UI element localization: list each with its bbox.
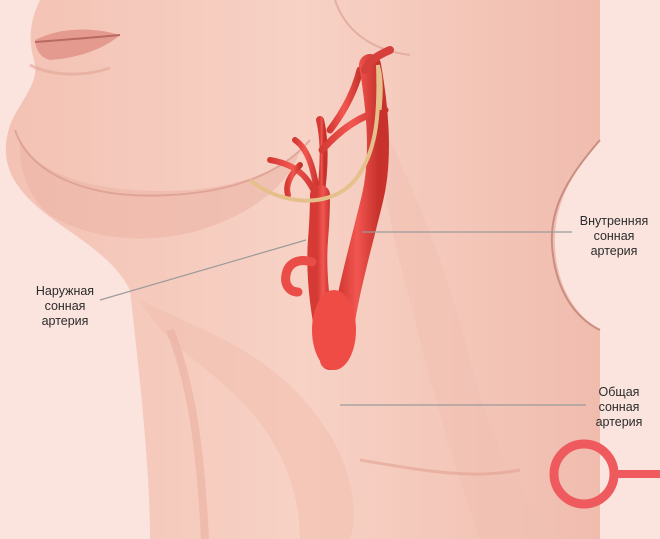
label-internal-line1: Внутренняя <box>569 214 659 229</box>
label-common-line2: сонная <box>580 400 658 415</box>
label-external-line2: сонная <box>22 299 108 314</box>
carotid-bifurcation <box>312 290 356 370</box>
label-internal-line3: артерия <box>569 244 659 259</box>
label-external-line1: Наружная <box>22 284 108 299</box>
label-internal-carotid: Внутренняя сонная артерия <box>569 214 659 259</box>
label-common-carotid: Общая сонная артерия <box>580 385 658 430</box>
label-common-line1: Общая <box>580 385 658 400</box>
label-internal-line2: сонная <box>569 229 659 244</box>
label-common-line3: артерия <box>580 415 658 430</box>
label-external-line3: артерия <box>22 314 108 329</box>
label-external-carotid: Наружная сонная артерия <box>22 284 108 329</box>
